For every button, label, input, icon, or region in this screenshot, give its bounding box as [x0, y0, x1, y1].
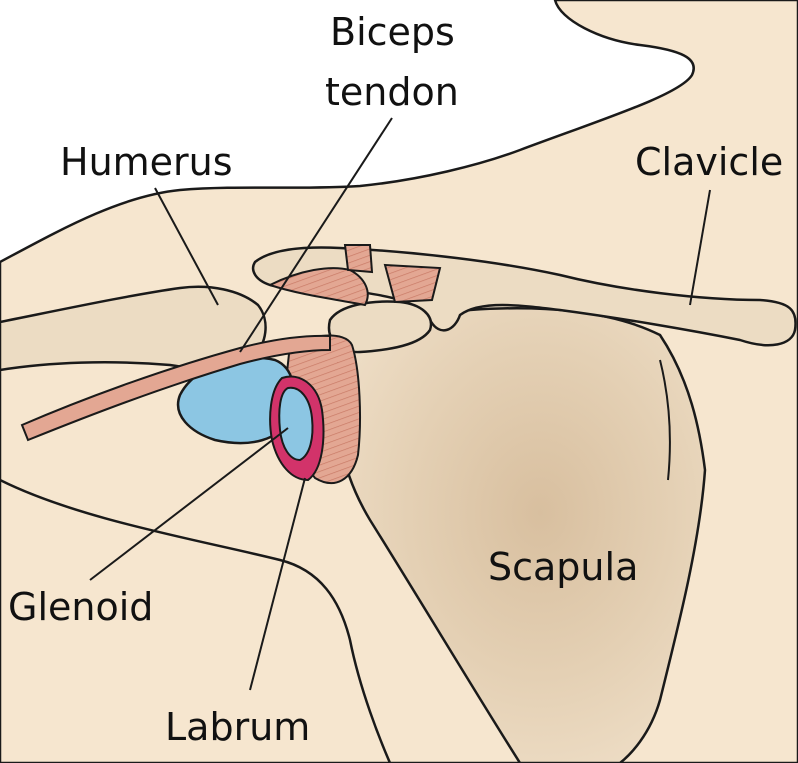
ligament-2 [343, 244, 374, 274]
label-biceps-line2: tendon [325, 70, 459, 114]
leader-clavicle [689, 189, 711, 306]
label-labrum: Labrum [165, 705, 310, 749]
scapula-body [336, 307, 707, 763]
leader-biceps [239, 117, 393, 353]
neck-skin [0, 0, 694, 262]
ligament-1 [267, 267, 369, 307]
leader-glenoid [89, 427, 289, 581]
ligament-3 [383, 263, 442, 304]
label-biceps-line1: Biceps [330, 10, 455, 54]
label-scapula: Scapula [488, 545, 638, 589]
humerus-bone [0, 285, 267, 372]
label-clavicle: Clavicle [635, 140, 783, 184]
biceps-tendon [20, 334, 331, 442]
leader-humerus [154, 187, 219, 306]
label-humerus: Humerus [60, 140, 233, 184]
leader-labrum [249, 477, 306, 691]
label-glenoid: Glenoid [8, 585, 153, 629]
scapula-ridge [659, 359, 671, 481]
glenoid [278, 386, 314, 462]
arm-contour [0, 478, 392, 763]
